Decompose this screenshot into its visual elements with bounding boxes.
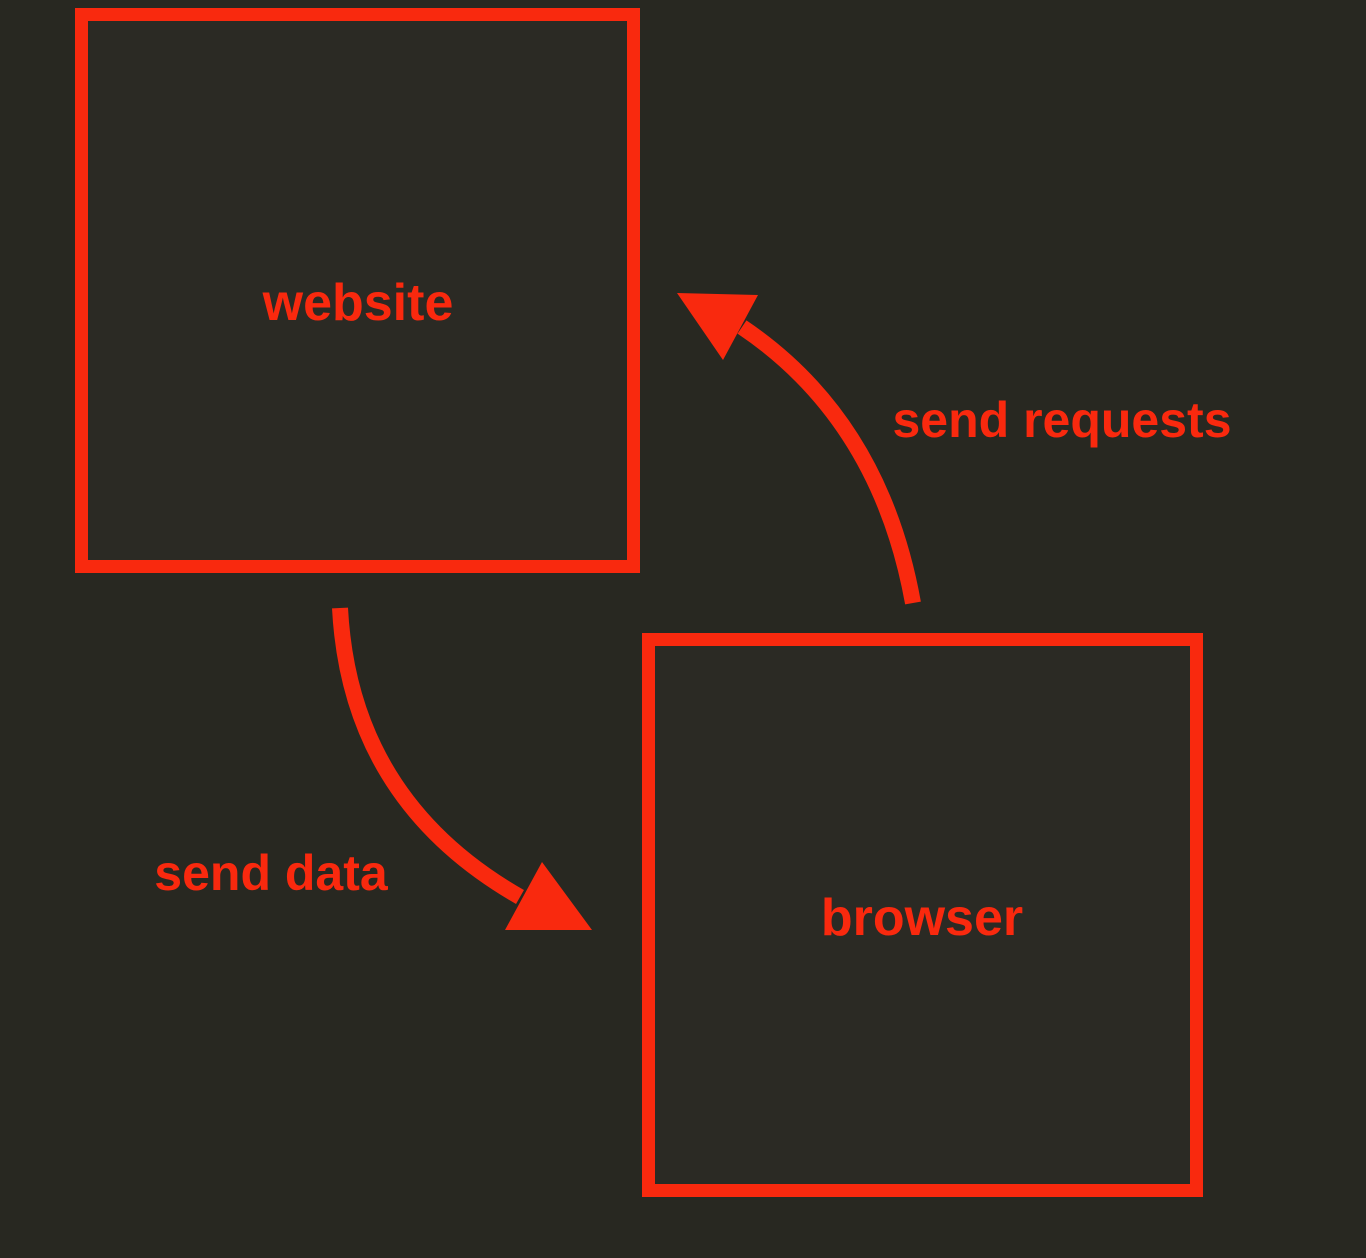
send-requests-arrow [677,293,921,605]
send-data-arrow-shaft [332,607,524,904]
browser-node-box [642,633,1203,1197]
send-data-arrowhead-icon [505,862,592,930]
send-data-arrow [332,607,592,930]
website-node-label: website [262,274,454,332]
send-data-label: send data [154,845,389,901]
send-requests-arrowhead-icon [677,293,758,360]
browser-node-label: browser [821,889,1023,947]
send-requests-arrow-shaft [737,320,921,605]
send-requests-label: send requests [892,392,1231,448]
website-node-box [75,8,640,573]
